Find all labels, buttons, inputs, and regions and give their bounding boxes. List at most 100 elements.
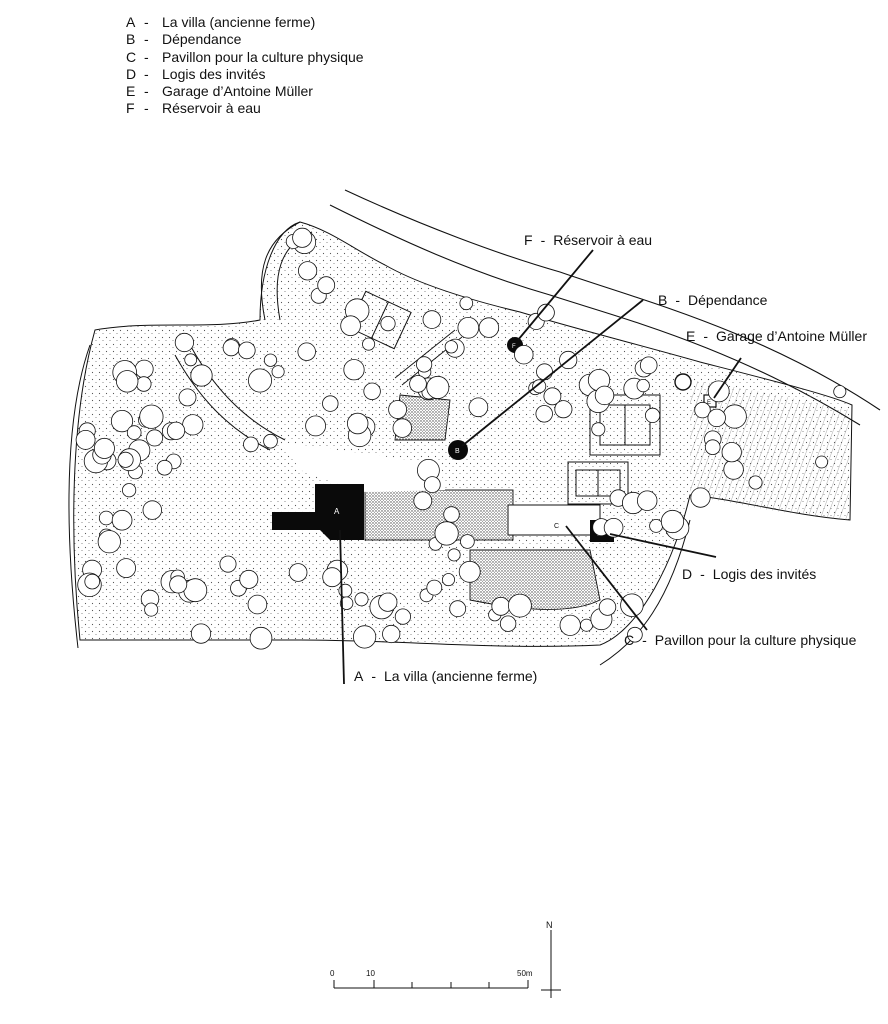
tree-icon [409,375,427,393]
tree-icon [460,534,475,549]
tree-icon [322,567,343,588]
tree-icon [447,548,461,562]
tree-icon [478,317,500,338]
tree-icon [169,575,188,594]
tree-icon [292,227,313,248]
plan-letter-c: C [554,523,559,530]
callout-key: D [682,566,693,582]
tree-icon [459,296,474,311]
callout-f: F-Réservoir à eau [524,232,652,248]
tree-icon [444,340,458,354]
scale-bar [333,980,529,989]
tree-icon [249,626,273,650]
tree-icon [833,385,847,399]
tree-icon [441,573,455,587]
tree-icon [536,363,553,381]
tree-icon [637,490,658,511]
tree-icon [243,436,259,453]
tree-icon [117,451,134,468]
tree-icon [378,592,398,612]
callout-b: B-Dépendance [658,292,767,308]
north-arrow [541,930,561,998]
tree-icon [222,339,240,357]
tree-icon [111,509,133,531]
callout-sep: - [540,232,546,248]
tree-icon [98,510,114,526]
tree-icon [491,596,511,616]
tree-icon [190,364,213,387]
legend-key: A [126,14,136,30]
tree-icon [182,414,204,436]
tree-icon [263,433,278,449]
tree-icon [394,608,411,625]
legend-item-a: A-La villa (ancienne ferme) [126,14,364,31]
tree-icon [422,310,442,329]
tree-icon [352,625,377,649]
tree-icon [413,491,433,511]
tree-icon [532,379,547,394]
tree-icon [146,429,164,447]
legend-key: E [126,83,136,100]
tree-icon [271,365,285,379]
tree-icon [343,359,365,381]
callout-key: A [354,668,364,684]
tree-icon [707,408,726,428]
tree-icon [620,593,644,617]
estate-area [73,221,853,647]
callout-label: Garage d’Antoine Müller [716,328,867,344]
legend-key: F [126,100,135,117]
tree-icon [142,500,163,520]
tree-icon [559,614,581,636]
callout-e: E-Garage d’Antoine Müller [686,328,867,344]
tree-icon [115,370,139,393]
tree-icon [97,530,121,554]
leader-lines [339,249,742,685]
callout-label: Réservoir à eau [553,232,653,248]
callout-sep: - [703,328,709,344]
tree-icon [340,315,361,337]
tree-icon [594,385,615,406]
tree-icon [815,455,828,469]
tree-icon [426,579,443,596]
legend-sep: - [144,14,149,30]
tree-icon [535,405,553,423]
building-c-outline [507,504,601,536]
callout-d: D-Logis des invités [682,566,816,582]
tree-icon [347,412,369,435]
tree-icon [704,439,721,456]
tree-icon [144,602,159,617]
tree-icon [468,397,489,418]
tree-icon [598,598,617,616]
plan-letter-b: B [455,448,460,455]
tree-icon [288,563,308,582]
tree-icon [644,407,661,423]
building-a [272,484,364,540]
tree-icon [263,353,278,367]
tree-icon [748,475,763,490]
legend-item-f: F-Réservoir à eau [126,100,364,117]
tree-icon [543,387,562,406]
building-e [674,373,692,391]
tree-icon [238,341,256,360]
legend-sep: - [144,48,149,65]
tree-icon [690,487,711,508]
tree-icon [423,476,441,494]
callout-sep: - [700,566,705,582]
tree-icon [458,560,481,583]
tree-icon [317,276,336,295]
legend-sep: - [144,31,149,48]
callout-sep: - [675,292,681,308]
tree-icon [636,378,650,393]
tree-icon [723,459,744,480]
tree-icon [591,422,606,437]
callout-key: B [658,292,668,308]
tree-icon [660,509,685,534]
tree-icon [649,519,663,533]
callout-key: F [524,232,533,248]
legend-item-d: D-Logis des invités [126,66,364,83]
tree-icon [297,261,318,281]
callout-label: La villa (ancienne ferme) [384,668,538,684]
tree-icon [721,442,742,463]
plan-letter-f: F [512,344,516,350]
tree-icon [126,425,142,440]
